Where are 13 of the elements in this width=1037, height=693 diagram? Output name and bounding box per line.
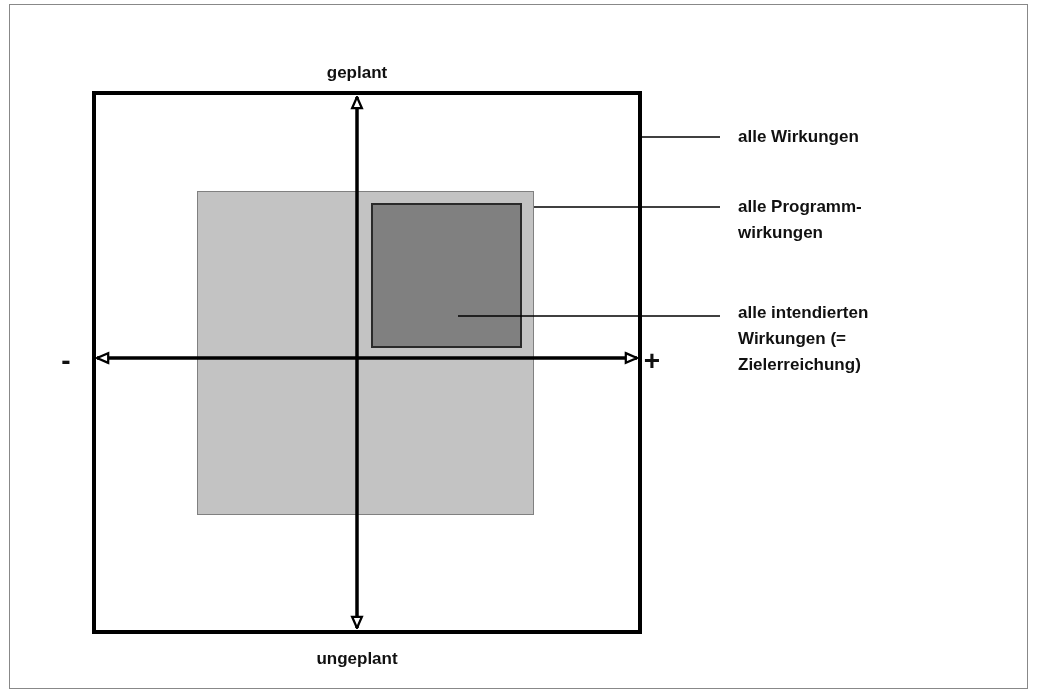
axis-label: ungeplant <box>316 647 398 669</box>
callout-text: alle intendierten Wirkungen (= Zielerreichung) <box>738 302 870 376</box>
intended-effects-square <box>371 203 522 348</box>
leader-line <box>533 206 721 208</box>
axis-label: - <box>61 345 71 377</box>
programme-effects-square <box>197 191 534 515</box>
axis-label: geplant <box>326 61 388 83</box>
callout-text: alle Wirkungen <box>738 126 860 148</box>
leader-line <box>457 315 721 317</box>
axis-label: + <box>643 345 661 377</box>
callout-text: alle Programm- wirkungen <box>738 196 863 244</box>
outer-square <box>92 91 642 634</box>
leader-line <box>641 136 721 138</box>
